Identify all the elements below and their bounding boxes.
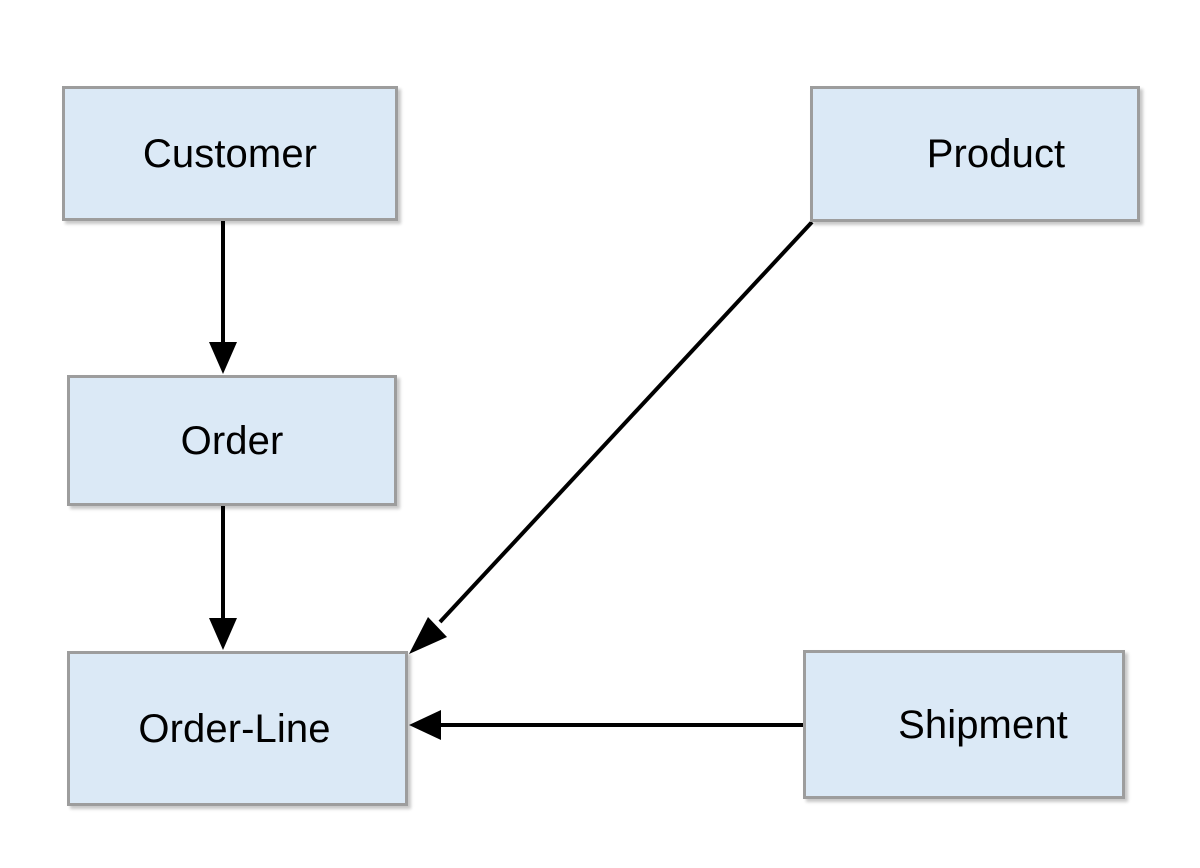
node-order-label: Order (180, 418, 284, 463)
node-customer-label: Customer (142, 131, 318, 176)
node-order[interactable]: Order (67, 375, 397, 506)
edge-order-to-orderline (209, 506, 237, 650)
node-customer[interactable]: Customer (62, 86, 398, 221)
node-product[interactable]: Product (810, 86, 1140, 222)
node-order-line-label: Order-Line (138, 706, 331, 751)
node-shipment[interactable]: Shipment (803, 650, 1125, 799)
edge-product-to-orderline (409, 220, 814, 654)
edge-shipment-to-orderline (409, 710, 803, 740)
node-product-label: Product (926, 132, 1066, 176)
node-shipment-label: Shipment (898, 702, 1068, 747)
edge-customer-to-order (209, 221, 237, 374)
node-order-line[interactable]: Order-Line (67, 651, 408, 806)
